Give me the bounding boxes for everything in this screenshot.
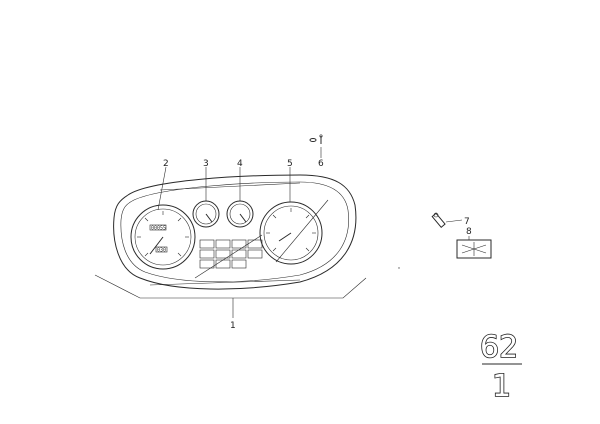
callout-3: 3 <box>203 159 209 169</box>
part-7-bulb-socket <box>431 212 446 228</box>
catalog-subgroup: 1 <box>492 369 511 404</box>
odometer-readout: 00055 <box>151 226 166 232</box>
tachometer-needle <box>278 232 292 242</box>
small-gauge-left <box>192 200 220 228</box>
trip-readout: 030 <box>157 248 166 254</box>
catalog-reference: 62 1 <box>479 329 522 405</box>
small-gauge-right <box>226 200 254 228</box>
callout-7: 7 <box>464 217 470 227</box>
callout-labels: 1 2 3 4 5 6 7 8 <box>163 159 472 331</box>
warning-lamp-panel <box>199 239 263 269</box>
callout-1: 1 <box>230 321 236 331</box>
part-8-circuit-panel <box>456 239 492 259</box>
speedometer-needle <box>149 236 164 255</box>
catalog-group: 62 <box>480 330 518 365</box>
callout-4: 4 <box>237 159 243 169</box>
cluster-housing <box>113 174 357 290</box>
tachometer-gauge <box>259 199 329 265</box>
callout-5: 5 <box>287 159 293 169</box>
callout-8: 8 <box>466 227 472 237</box>
callout-2: 2 <box>163 159 169 169</box>
callout-6: 6 <box>318 159 324 169</box>
glass-reflection <box>275 199 329 263</box>
callout-leaders <box>94 147 470 318</box>
part-6-screw <box>309 134 323 144</box>
speedometer-gauge: 00055 030 <box>130 204 196 270</box>
